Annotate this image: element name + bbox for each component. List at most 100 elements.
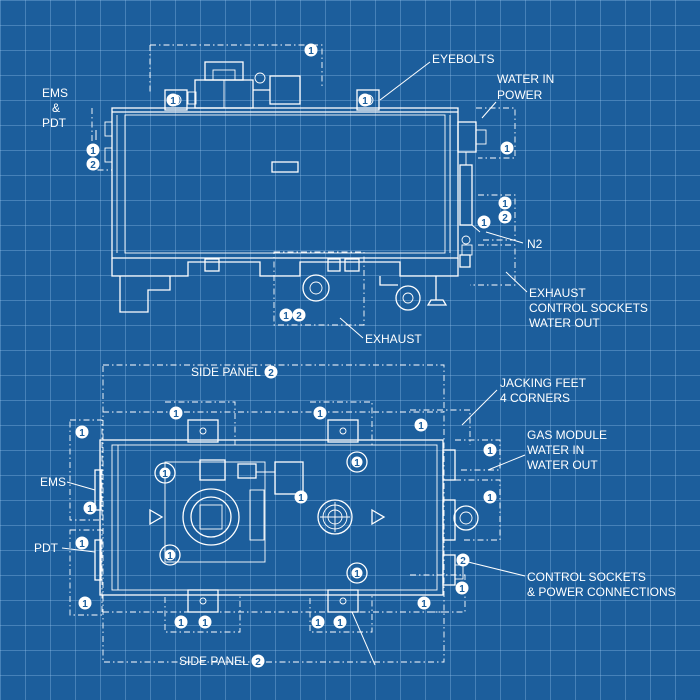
svg-text:1: 1 <box>481 218 487 229</box>
label-gas-module: GAS MODULE <box>527 428 607 442</box>
plan-interior-components <box>149 451 386 584</box>
svg-text:1: 1 <box>337 618 343 629</box>
label-water-in: WATER IN <box>497 72 554 86</box>
label-side-panel-top: SIDE PANEL <box>191 365 261 379</box>
label-water-in-bottom: WATER IN <box>527 443 584 457</box>
jacking-foot-1 <box>187 419 219 443</box>
svg-text:1: 1 <box>421 599 427 610</box>
svg-text:2: 2 <box>255 657 261 668</box>
badge-1: 1 <box>500 141 514 155</box>
top-jacking-foot <box>426 276 448 306</box>
badge-1: 1 <box>75 536 89 550</box>
svg-text:2: 2 <box>296 311 302 322</box>
top-clearance-envelope <box>150 44 323 88</box>
svg-text:2: 2 <box>460 556 466 567</box>
top-wheel-left <box>302 274 330 302</box>
top-main-body <box>111 107 459 259</box>
svg-text:1: 1 <box>308 46 314 57</box>
svg-text:1: 1 <box>178 618 184 629</box>
badge-1: 1 <box>358 93 372 107</box>
top-pump-assembly <box>187 61 301 109</box>
badge-1: 1 <box>83 501 97 515</box>
plan-main-body <box>99 439 444 596</box>
svg-text:1: 1 <box>87 504 93 515</box>
badge-1: 1 <box>455 581 469 595</box>
badge-1: 1 <box>351 567 363 580</box>
svg-text:1: 1 <box>362 96 368 107</box>
badge-1: 1 <box>477 215 491 229</box>
label-power: POWER <box>497 88 543 102</box>
leader-lines <box>61 61 528 577</box>
badge-1: 1 <box>198 615 212 629</box>
badge-1: 1 <box>333 615 347 629</box>
svg-text:1: 1 <box>90 146 96 157</box>
svg-text:1: 1 <box>173 409 179 420</box>
label-ampersand-top: & <box>52 101 60 115</box>
svg-text:1: 1 <box>317 409 323 420</box>
svg-text:1: 1 <box>79 539 85 550</box>
svg-text:1: 1 <box>79 428 85 439</box>
badge-1: 1 <box>294 490 308 504</box>
label-water-out-bottom: WATER OUT <box>527 458 598 472</box>
badge-1: 1 <box>483 443 497 457</box>
badge-2: 2 <box>456 553 470 567</box>
svg-text:1: 1 <box>487 493 493 504</box>
svg-text:1: 1 <box>504 144 510 155</box>
svg-text:1: 1 <box>354 458 360 469</box>
svg-text:1: 1 <box>162 469 168 480</box>
badge-1: 1 <box>311 615 325 629</box>
label-water-out-top: WATER OUT <box>529 316 600 330</box>
badge-2: 2 <box>251 654 265 668</box>
label-ems: EMS <box>40 475 66 489</box>
badge-1: 1 <box>351 456 363 469</box>
plan-fan <box>317 499 353 535</box>
badge-1: 1 <box>417 596 431 610</box>
badge-1: 1 <box>166 93 180 107</box>
badges: 1 1 1 1 2 1 1 2 1 1 2 1 1 1 1 1 1 1 1 1 … <box>75 43 514 629</box>
top-elevation-view <box>91 44 516 326</box>
label-pdt-top: PDT <box>42 116 67 130</box>
eyebolt-right <box>356 89 380 111</box>
badge-2: 2 <box>292 308 306 322</box>
badge-1: 1 <box>159 467 171 480</box>
top-left-connector <box>104 121 113 137</box>
svg-text:1: 1 <box>167 551 173 562</box>
badge-1: 1 <box>414 418 428 432</box>
label-exhaust: EXHAUST <box>365 332 422 346</box>
svg-text:1: 1 <box>298 493 304 504</box>
svg-text:1: 1 <box>354 569 360 580</box>
label-power-connections: & POWER CONNECTIONS <box>527 585 676 599</box>
annotation-labels: EYEBOLTS WATER IN POWER EMS & PDT N2 EXH… <box>34 52 676 668</box>
jacking-foot-3 <box>187 589 219 613</box>
label-eyebolts: EYEBOLTS <box>432 52 494 66</box>
badge-1: 1 <box>304 43 318 57</box>
label-control-sockets-top: CONTROL SOCKETS <box>529 301 648 315</box>
top-handle <box>271 161 299 173</box>
label-control-sockets: CONTROL SOCKETS <box>527 570 646 584</box>
badge-1: 1 <box>169 406 183 420</box>
plan-right-hardware <box>442 449 479 586</box>
pdt-connector <box>94 539 102 581</box>
label-exhaust-right: EXHAUST <box>529 286 586 300</box>
svg-text:2: 2 <box>268 368 274 379</box>
svg-text:1: 1 <box>283 311 289 322</box>
bottom-plan-view <box>69 364 501 666</box>
svg-text:1: 1 <box>170 96 176 107</box>
badge-1: 1 <box>313 406 327 420</box>
badge-1: 1 <box>174 615 188 629</box>
eyebolt-left <box>164 89 188 111</box>
svg-text:1: 1 <box>418 421 424 432</box>
svg-text:1: 1 <box>82 599 88 610</box>
badge-2: 2 <box>264 365 278 379</box>
label-jacking-feet: JACKING FEET <box>500 376 587 390</box>
top-base-frame <box>111 258 459 277</box>
badge-2: 2 <box>86 157 100 171</box>
label-ems-top: EMS <box>42 86 68 100</box>
jacking-foot-4 <box>327 589 359 613</box>
label-pdt: PDT <box>34 541 59 555</box>
side-panel-envelope <box>102 364 445 663</box>
badge-1: 1 <box>86 143 100 157</box>
top-right-hardware <box>457 121 487 256</box>
badge-1: 1 <box>164 549 176 562</box>
